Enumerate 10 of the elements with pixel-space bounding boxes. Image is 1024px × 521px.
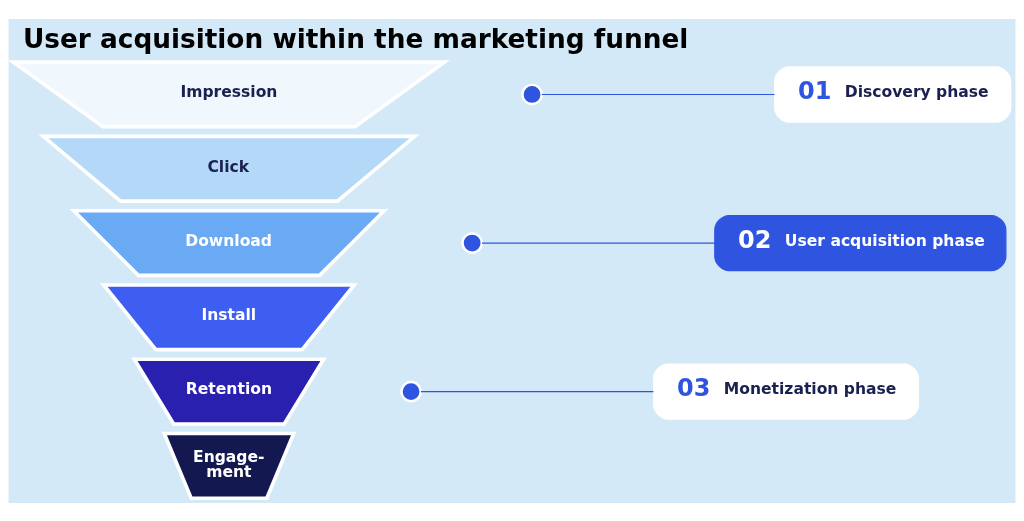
node-box: 01 Discovery phase: [774, 65, 1012, 123]
node-box: 02 User acquisition phase: [714, 214, 1007, 271]
node-box: 03 Monetization phase: [653, 362, 920, 420]
connector: [420, 390, 654, 392]
diagram-title: User acquisition within the marketing funnel: [22, 23, 689, 54]
connector: [541, 93, 776, 95]
connector: [481, 241, 715, 244]
node-circle: [400, 380, 422, 402]
node-circle: [521, 83, 543, 105]
node-circle: [461, 231, 483, 254]
